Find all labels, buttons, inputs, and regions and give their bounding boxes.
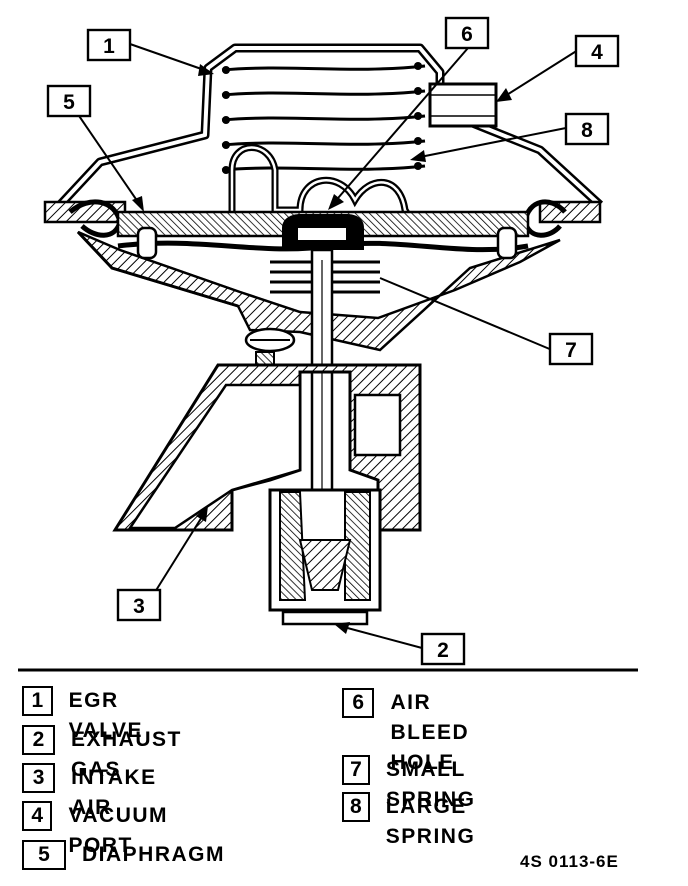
legend-item-6: 6 AIR BLEED HOLE (342, 688, 481, 778)
legend-label-1: EGR VALVE (68, 689, 144, 742)
legend-label-8: LARGE SPRING (385, 795, 476, 848)
legend-label-6: AIR BLEED HOLE (390, 691, 470, 774)
callout-8: 8 (564, 112, 610, 146)
callout-2-number: 2 (437, 639, 449, 662)
large-spring (221, 62, 426, 174)
legend-label-4: VACUUM PORT (68, 804, 169, 857)
valve-seat (268, 488, 382, 626)
legend-number-2: 2 (22, 725, 55, 755)
callout-1-number: 1 (103, 35, 115, 58)
callout-5: 5 (46, 84, 92, 118)
legend-number-7: 7 (342, 755, 370, 785)
legend-number-4: 4 (22, 801, 53, 831)
callout-7-number: 7 (565, 339, 577, 362)
legend-number-5: 5 (22, 840, 66, 870)
figure-code: 4S 0113-6E (520, 852, 619, 871)
legend-label-2: EXHAUST GAS (70, 728, 182, 781)
base-casting (112, 363, 422, 532)
air-bleed-hole (282, 214, 364, 250)
callout-6: 6 (444, 16, 490, 50)
legend-item-7: 7 SMALL SPRING (342, 755, 492, 815)
legend-label-7: SMALL SPRING (385, 758, 476, 811)
legend-item-1: 1 EGR VALVE (22, 686, 156, 746)
callout-3: 3 (116, 588, 162, 622)
callout-7: 7 (548, 332, 594, 366)
spring-retainer (228, 144, 413, 220)
callout-5-number: 5 (63, 91, 75, 114)
upper-housing (56, 43, 604, 209)
legend-label-3: INTAKE AIR (71, 766, 157, 819)
legend-item-2: 2 EXHAUST GAS (22, 725, 193, 785)
legend-item-8: 8 LARGE SPRING (342, 792, 492, 852)
leader-lines (74, 43, 579, 649)
callout-4-number: 4 (591, 41, 603, 64)
legend-number-8: 8 (342, 792, 370, 822)
callout-4: 4 (574, 34, 620, 68)
legend-item-4: 4 VACUUM PORT (22, 801, 182, 861)
callout-1: 1 (86, 28, 132, 62)
legend-item-5: 5 DIAPHRAGM (22, 840, 225, 870)
callout-3-number: 3 (133, 595, 145, 618)
legend-number-1: 1 (22, 686, 53, 716)
callout-2: 2 (420, 632, 466, 666)
legend-number-6: 6 (342, 688, 375, 718)
legend-number-3: 3 (22, 763, 56, 793)
callout-6-number: 6 (461, 23, 473, 46)
callout-8-number: 8 (581, 119, 593, 142)
vacuum-port (428, 82, 498, 128)
legend-item-3: 3 INTAKE AIR (22, 763, 168, 823)
legend-label-5: DIAPHRAGM (82, 843, 225, 866)
